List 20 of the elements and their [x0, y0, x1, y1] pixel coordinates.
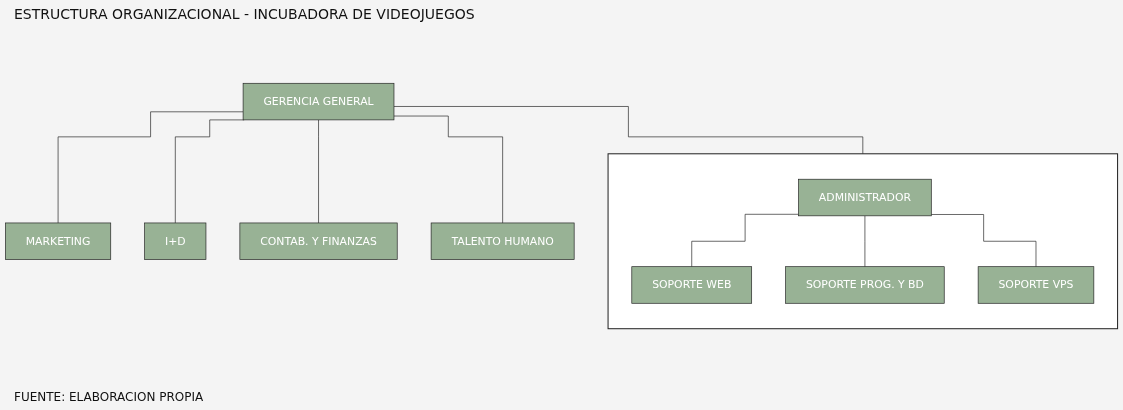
- node-box: TALENTO HUMANO: [430, 222, 575, 260]
- node-box: CONTAB. Y FINANZAS: [239, 222, 398, 260]
- node-box: ADMINISTRADOR: [798, 178, 932, 217]
- node-box: SOPORTE WEB: [631, 266, 752, 304]
- node-box: GERENCIA GENERAL: [242, 82, 395, 121]
- connector: [864, 215, 866, 267]
- node-box: MARKETING: [5, 222, 112, 260]
- connector: [393, 106, 864, 155]
- connector: [318, 119, 319, 224]
- node-box: SOPORTE PROG. Y BD: [785, 266, 945, 304]
- diagram-title: ESTRUCTURA ORGANIZACIONAL - INCUBADORA DE VIDEOJUEGOS: [14, 6, 475, 22]
- node-box: SOPORTE VPS: [977, 266, 1095, 304]
- node-box: I+D: [144, 222, 207, 260]
- connector: [57, 111, 244, 224]
- source-caption: FUENTE: ELABORACION PROPIA: [14, 390, 204, 404]
- connector: [174, 119, 245, 224]
- connector: [393, 115, 503, 224]
- connector: [930, 214, 1037, 267]
- cluster: [607, 153, 1119, 330]
- connector: [691, 213, 799, 267]
